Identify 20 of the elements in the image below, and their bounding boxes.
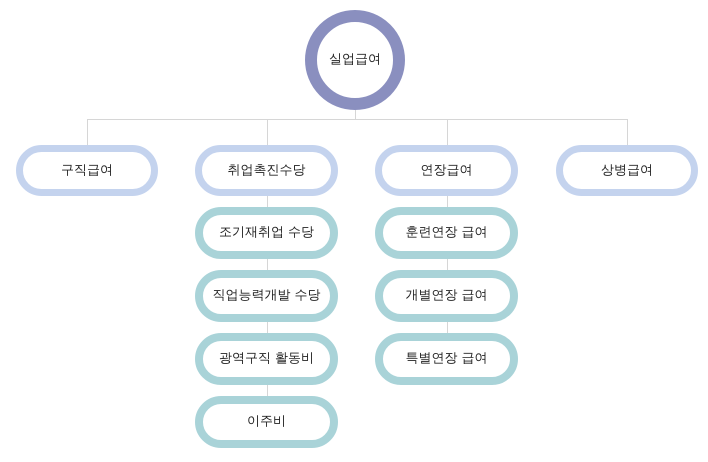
circle-node: 실업급여 xyxy=(305,10,405,110)
rounded-box: 취업촉진수당 xyxy=(195,145,338,196)
rounded-box: 상병급여 xyxy=(556,145,698,196)
rounded-box: 연장급여 xyxy=(375,145,518,196)
rounded-box: 특별연장 급여 xyxy=(375,333,518,385)
rounded-box: 구직급여 xyxy=(16,145,158,196)
connector-line xyxy=(267,196,268,208)
connector-line xyxy=(267,322,268,334)
rounded-box: 직업능력개발 수당 xyxy=(195,270,338,322)
rounded-box: 조기재취업 수당 xyxy=(195,207,338,259)
connector-line xyxy=(267,384,268,396)
rounded-box: 이주비 xyxy=(195,396,338,448)
rounded-box: 훈련연장 급여 xyxy=(375,207,518,259)
connector-line xyxy=(447,196,448,208)
rounded-box: 개별연장 급여 xyxy=(375,270,518,322)
connector-line xyxy=(267,258,268,270)
rounded-box: 광역구직 활동비 xyxy=(195,333,338,385)
connector-line xyxy=(447,322,448,334)
connector-line xyxy=(447,258,448,270)
connector-line xyxy=(355,110,628,146)
